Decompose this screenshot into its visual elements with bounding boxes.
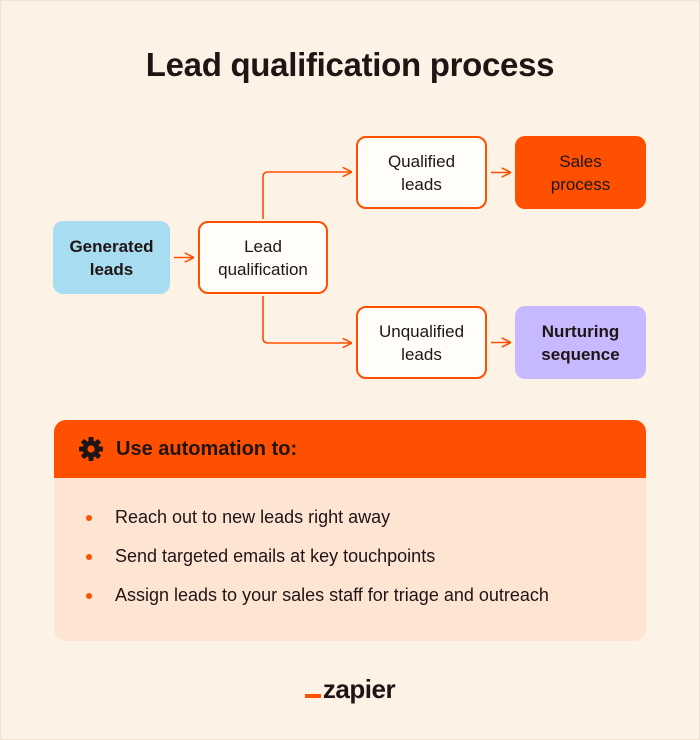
bullet-dot: [86, 593, 92, 599]
automation-item-text: Assign leads to your sales staff for tri…: [115, 585, 549, 605]
automation-panel-header: Use automation to:: [54, 420, 646, 478]
automation-item: Reach out to new leads right away: [86, 506, 646, 529]
node-unqualified-leads: Unqualified leads: [356, 306, 487, 379]
automation-item: Assign leads to your sales staff for tri…: [86, 584, 646, 607]
node-sales-process-label: Sales process: [550, 151, 611, 194]
bullet-dot: [86, 515, 92, 521]
page-title: Lead qualification process: [145, 46, 555, 83]
gear-icon: [78, 436, 104, 462]
automation-panel: Use automation to: Reach out to new lead…: [54, 420, 646, 641]
node-nurturing-sequence-label: Nurturing sequence: [541, 321, 620, 364]
node-nurturing-sequence: Nurturing sequence: [515, 306, 646, 379]
node-unqualified-leads-label: Unqualified leads: [378, 321, 465, 364]
automation-item: Send targeted emails at key touchpoints: [86, 545, 646, 568]
bullet-dot: [86, 554, 92, 560]
automation-heading: Use automation to:: [116, 437, 298, 460]
logo-underscore: [304, 694, 321, 698]
automation-item-text: Send targeted emails at key touchpoints: [115, 546, 436, 566]
node-generated-leads: Generated leads: [53, 221, 170, 294]
automation-list: Reach out to new leads right away Send t…: [54, 478, 646, 607]
node-sales-process: Sales process: [515, 136, 646, 209]
logo-wordmark: zapier: [322, 674, 396, 704]
node-generated-leads-label: Generated leads: [69, 236, 154, 279]
node-lead-qualification-label: Lead qualification: [218, 236, 308, 279]
node-qualified-leads-label: Qualified leads: [387, 151, 456, 194]
node-qualified-leads: Qualified leads: [356, 136, 487, 209]
automation-item-text: Reach out to new leads right away: [115, 507, 391, 527]
node-lead-qualification: Lead qualification: [198, 221, 328, 294]
zapier-logo: zapier: [0, 674, 700, 704]
